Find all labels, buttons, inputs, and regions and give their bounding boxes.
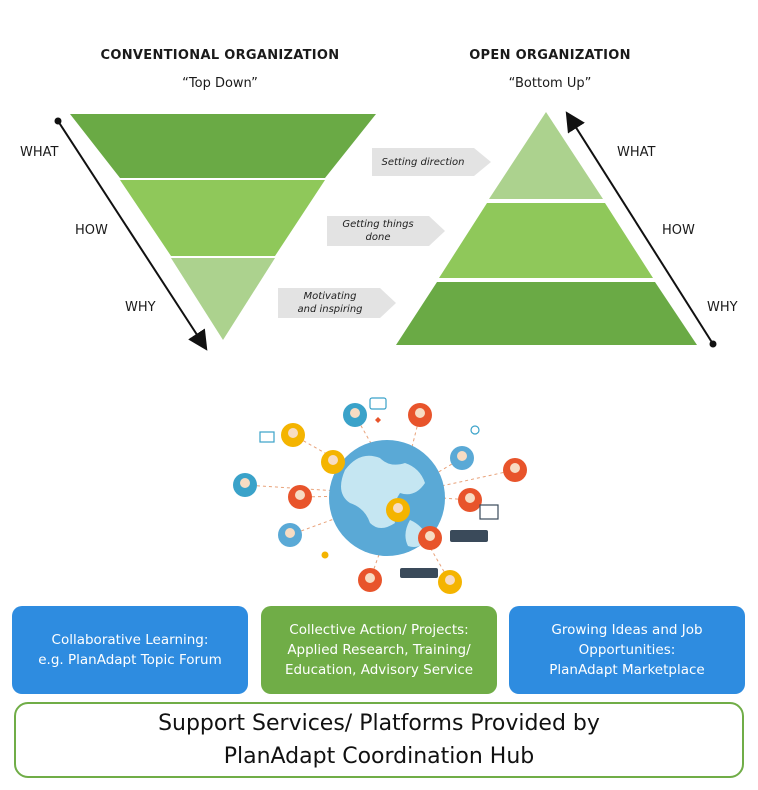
callout-arrow-getting-things-done: [327, 216, 445, 246]
open-subtitle: “Bottom Up”: [508, 76, 592, 91]
chat-bubble-icon: [369, 397, 387, 410]
lightbulb-icon: [321, 551, 329, 559]
callout-setting-direction: Setting direction: [381, 157, 465, 168]
chat-panel-icon: [400, 568, 438, 578]
avatar-faces: [240, 408, 520, 585]
open-level-how: HOW: [662, 223, 695, 238]
coordination-hub-box: Support Services/ Platforms Provided by …: [14, 702, 744, 778]
heart-icon: [375, 417, 381, 423]
collaborative-learning-box: Collaborative Learning: e.g. PlanAdapt T…: [12, 606, 248, 694]
conventional-title: CONVENTIONAL ORGANIZATION: [100, 48, 340, 63]
chat-panel-icon: [450, 530, 488, 542]
open-arrow: [565, 111, 714, 345]
conventional-level-why: WHY: [125, 300, 156, 315]
open-level-why: WHY: [707, 300, 738, 315]
mail-icon: [259, 431, 275, 443]
conventional-subtitle: “Top Down”: [182, 76, 258, 91]
open-why-segment: [396, 282, 697, 345]
open-how-segment: [439, 203, 653, 278]
open-title: OPEN ORGANIZATION: [469, 48, 631, 63]
conventional-level-how: HOW: [75, 223, 108, 238]
callout-getting-things-done: Getting things done: [342, 219, 414, 243]
image-icon: [479, 504, 499, 520]
conventional-arrow: [57, 120, 208, 351]
collective-action-box: Collective Action/ Projects: Applied Res…: [261, 606, 497, 694]
global-network-illustration: [233, 397, 527, 594]
open-what-segment: [489, 112, 603, 199]
conventional-why-segment: [171, 258, 275, 340]
callout-arrow-setting-direction: [372, 148, 491, 176]
globe-continents: [341, 455, 428, 547]
conventional-what-segment: [70, 114, 376, 178]
callout-arrow-motivating: [278, 288, 396, 318]
lightbulb-icon: [470, 425, 480, 435]
conventional-level-what: WHAT: [20, 145, 59, 160]
organization-diagram: [54, 111, 717, 351]
growing-ideas-box: Growing Ideas and Job Opportunities: Pla…: [509, 606, 745, 694]
conventional-how-segment: [120, 180, 325, 256]
callout-motivating: Motivating and inspiring: [297, 291, 363, 315]
open-level-what: WHAT: [617, 145, 656, 160]
